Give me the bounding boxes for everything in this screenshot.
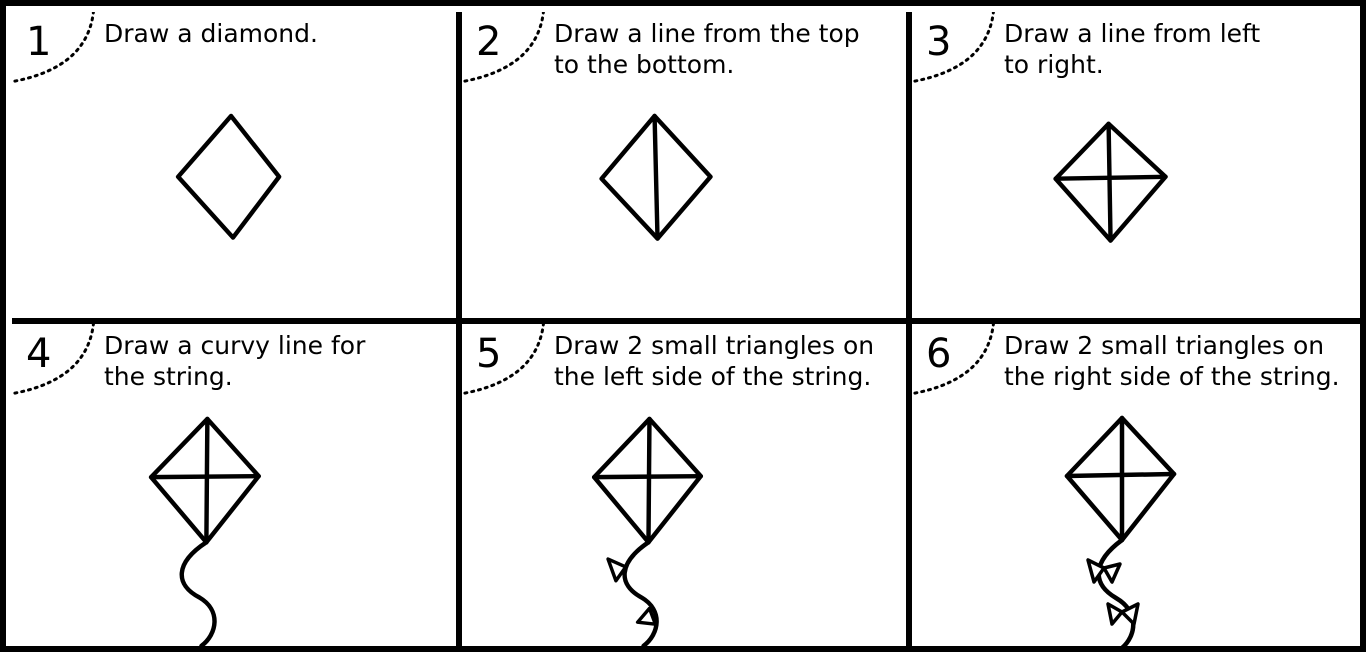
bow-triangle-lower-right — [1122, 604, 1138, 624]
step-panel-5: 5 Draw 2 small triangles on the left sid… — [462, 324, 912, 652]
kite-vertical-line — [648, 419, 649, 542]
kite-diamond-outline — [178, 116, 279, 238]
step-instruction: Draw 2 small triangles on the right side… — [1004, 330, 1354, 392]
kite-vertical-line — [1109, 124, 1111, 241]
step-number: 3 — [926, 18, 951, 66]
step-panel-4: 4 Draw a curvy line for the string. — [12, 324, 462, 652]
kite-diamond-outline — [602, 116, 711, 239]
step-number: 2 — [476, 18, 501, 66]
steps-grid: 1 Draw a diamond. 2 Draw a line from the… — [12, 12, 1366, 652]
step-instruction: Draw 2 small triangles on the left side … — [554, 330, 904, 392]
step-instruction: Draw a line from left to right. — [1004, 18, 1354, 80]
kite-diamond-outline — [1056, 124, 1166, 241]
step-panel-6: 6 Draw 2 small triangles on the right si… — [912, 324, 1366, 652]
bow-triangle-lower-left — [638, 608, 656, 624]
kite-horizontal-line — [151, 476, 259, 477]
bow-triangle-upper-left — [1088, 560, 1104, 582]
step-panel-2: 2 Draw a line from the top to the bottom… — [462, 12, 912, 324]
step-number: 6 — [926, 330, 951, 378]
step-instruction: Draw a line from the top to the bottom. — [554, 18, 904, 80]
kite-horizontal-line — [1067, 474, 1174, 476]
kite-diamond-drawing — [12, 12, 456, 318]
kite-string — [625, 542, 657, 646]
kite-horizontal-line — [1056, 177, 1166, 179]
kite-diamond-outline — [1067, 418, 1174, 540]
kite-horizontal-line — [594, 476, 701, 477]
step-panel-1: 1 Draw a diamond. — [12, 12, 462, 324]
step-instruction: Draw a curvy line for the string. — [104, 330, 454, 392]
kite-diamond-outline — [151, 419, 259, 542]
step-number: 5 — [476, 330, 501, 378]
kite-vertical-line — [206, 419, 207, 542]
step-instruction: Draw a diamond. — [104, 18, 454, 49]
step-number: 4 — [26, 330, 51, 378]
kite-string — [1099, 540, 1134, 648]
step-number: 1 — [26, 18, 51, 66]
bow-triangle-lower-left — [1108, 604, 1122, 624]
kite-string — [182, 542, 215, 646]
bow-triangle-upper-left — [608, 559, 626, 581]
step-panel-3: 3 Draw a line from left to right. — [912, 12, 1366, 324]
bow-triangle-upper-right — [1104, 564, 1120, 582]
kite-vertical-line — [655, 116, 658, 239]
kite-diamond-outline — [594, 419, 701, 542]
